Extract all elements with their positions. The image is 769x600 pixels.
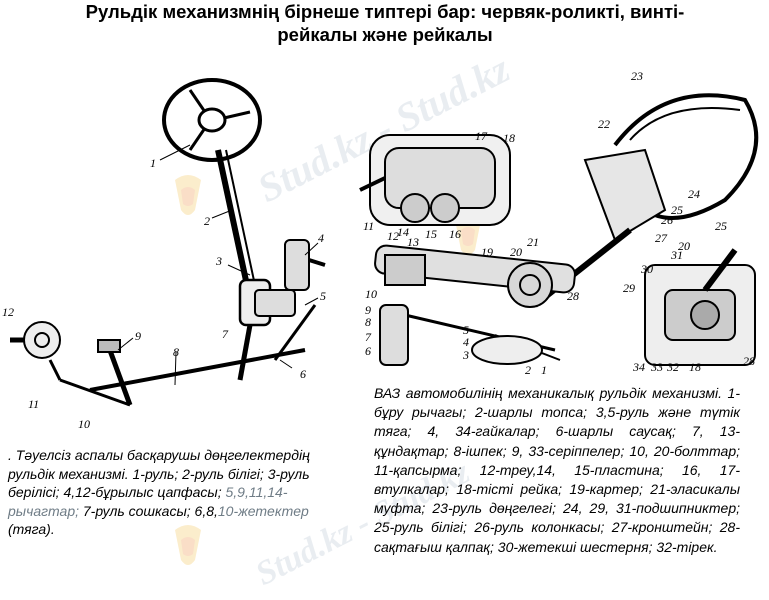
left-label: 10 <box>78 417 90 431</box>
right-label: 4 <box>463 335 469 349</box>
right-label: 9 <box>365 303 371 317</box>
right-label: 15 <box>425 227 437 241</box>
left-label: 8 <box>173 345 179 359</box>
right-label: 34 <box>632 360 645 374</box>
right-label: 12 <box>387 229 399 243</box>
caption-left: . Тәуелсіз аспалы басқарушы дөңгелектерд… <box>8 446 316 539</box>
watermark-logo-icon <box>165 170 211 226</box>
left-label: 7 <box>222 327 229 341</box>
right-label: 28 <box>567 289 579 303</box>
caption-right: ВАЗ автомобилінің механикалық рульдік ме… <box>374 385 740 555</box>
right-label: 16 <box>449 227 461 241</box>
right-label: 26 <box>661 213 673 227</box>
right-steering-diagram: 17 18 14 15 16 11 12 13 19 20 21 10 9 8 … <box>359 69 759 377</box>
page-title: Рульдік механизмнің бірнеше типтері бар:… <box>85 1 685 45</box>
right-label: 13 <box>407 235 419 249</box>
right-label: 1 <box>541 363 547 377</box>
left-label: 6 <box>300 367 306 381</box>
left-label: 9 <box>135 329 141 343</box>
right-label: 17 <box>475 129 488 143</box>
right-label: 5 <box>463 323 469 337</box>
right-label: 30 <box>640 262 653 276</box>
watermark-logo-icon <box>165 520 211 576</box>
caption-left-levers: 5,9,11,14-рычагтар; <box>8 484 288 519</box>
right-label: 25 <box>715 219 727 233</box>
right-label: 6 <box>365 344 371 358</box>
right-label: 23 <box>631 69 643 83</box>
left-label: 1 <box>150 156 156 170</box>
right-label: 18 <box>503 131 515 145</box>
right-label: 20 <box>678 239 690 253</box>
right-label: 27 <box>655 231 668 245</box>
right-label: 31 <box>670 248 683 262</box>
right-label: 33 <box>650 360 663 374</box>
left-steering-diagram: 1 2 3 4 5 6 7 8 9 10 11 12 <box>2 78 326 431</box>
left-label: 4 <box>318 231 324 245</box>
right-label: 2 <box>525 363 531 377</box>
right-label: 14 <box>397 225 409 239</box>
right-label: 29 <box>623 281 635 295</box>
right-label: 25 <box>671 203 683 217</box>
right-label: 22 <box>598 117 610 131</box>
right-label: 24 <box>688 187 700 201</box>
right-label: 32 <box>666 360 679 374</box>
right-label: 18 <box>689 360 701 374</box>
right-label: 19 <box>481 245 493 259</box>
left-label: 5 <box>320 289 326 303</box>
left-label: 2 <box>204 214 210 228</box>
caption-left-lead: . Тәуелсіз аспалы басқарушы дөңгелектерд… <box>8 447 310 500</box>
right-label: 28 <box>743 354 755 368</box>
right-label: 10 <box>365 287 377 301</box>
left-label: 3 <box>215 254 222 268</box>
right-label: 7 <box>365 330 372 344</box>
caption-left-mid: 7-руль сошкасы; 6,8, <box>79 502 218 519</box>
caption-left-rods: 10-жетектер <box>217 502 309 519</box>
caption-left-tail: (тяга). <box>8 521 55 537</box>
right-label: 8 <box>365 315 371 329</box>
right-label: 3 <box>462 348 469 362</box>
right-label: 20 <box>510 245 522 259</box>
right-label: 21 <box>527 235 539 249</box>
left-label: 12 <box>2 305 14 319</box>
right-label: 11 <box>363 219 374 233</box>
left-label: 11 <box>28 397 39 411</box>
